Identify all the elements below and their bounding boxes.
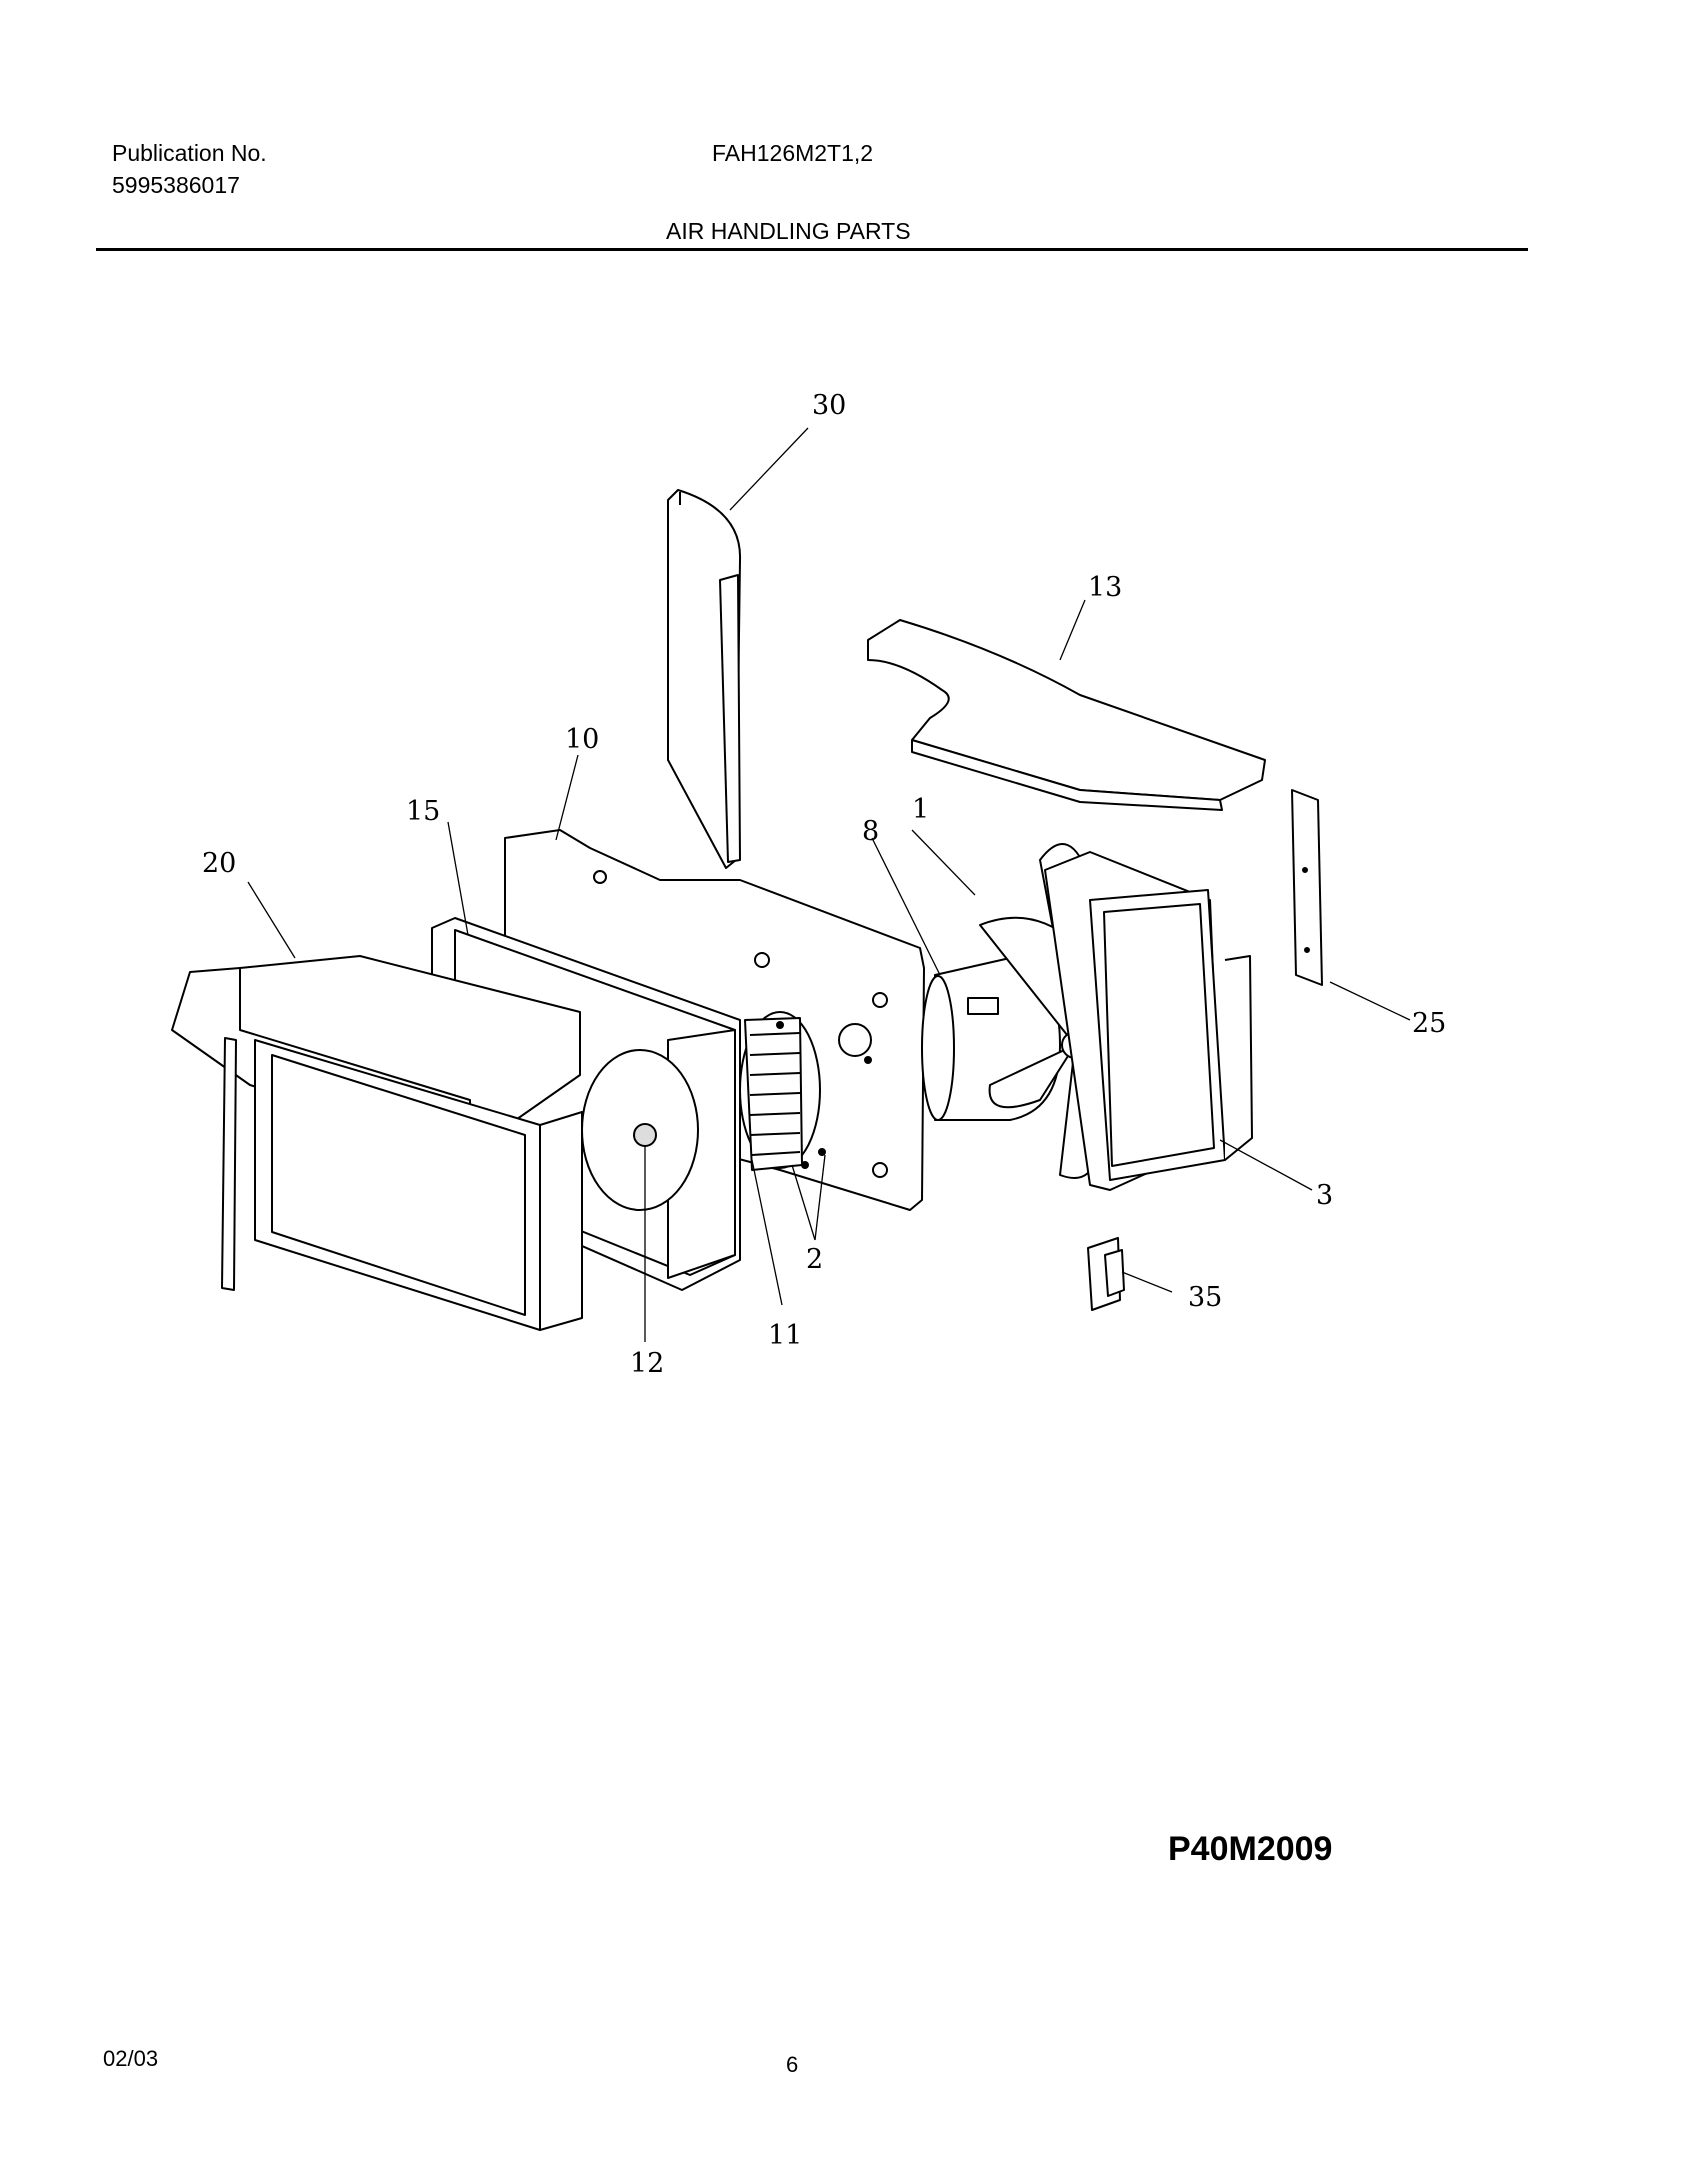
part-20-front-frame (171, 955, 583, 1331)
callout-labels: 30 13 10 15 20 8 1 25 3 35 2 11 12 (202, 390, 1446, 1379)
part-30-baffle (667, 489, 742, 869)
callout-12: 12 (630, 1348, 664, 1379)
callout-15: 15 (406, 796, 440, 827)
leader-lines (247, 427, 1411, 1342)
header-rule (96, 248, 1528, 251)
callout-10: 10 (565, 724, 599, 755)
callout-20: 20 (202, 848, 236, 879)
part-11-blower-wheel (739, 1011, 821, 1171)
callout-1: 1 (912, 794, 929, 825)
publication-number: 5995386017 (112, 172, 240, 198)
callout-2: 2 (806, 1244, 823, 1275)
callout-13: 13 (1088, 572, 1122, 603)
part-25-side-bracket (1291, 789, 1323, 986)
model-number: FAH126M2T1,2 (712, 140, 874, 166)
publication-label: Publication No. (112, 140, 267, 166)
section-title: AIR HANDLING PARTS (666, 218, 911, 244)
callout-3: 3 (1316, 1180, 1333, 1211)
footer-page-number: 6 (786, 2052, 799, 2077)
part-35-clip (1087, 1237, 1125, 1311)
callout-8: 8 (862, 816, 879, 847)
footer-date: 02/03 (103, 2046, 159, 2071)
callout-25: 25 (1412, 1008, 1446, 1039)
callout-35: 35 (1188, 1282, 1222, 1313)
drawing-number: P40M2009 (1168, 1830, 1333, 1868)
part-3-coil (1044, 851, 1253, 1191)
callout-11: 11 (768, 1320, 802, 1351)
callout-30: 30 (812, 390, 846, 421)
part-2-screws (776, 1021, 872, 1169)
part-13-top-plate (867, 619, 1266, 811)
